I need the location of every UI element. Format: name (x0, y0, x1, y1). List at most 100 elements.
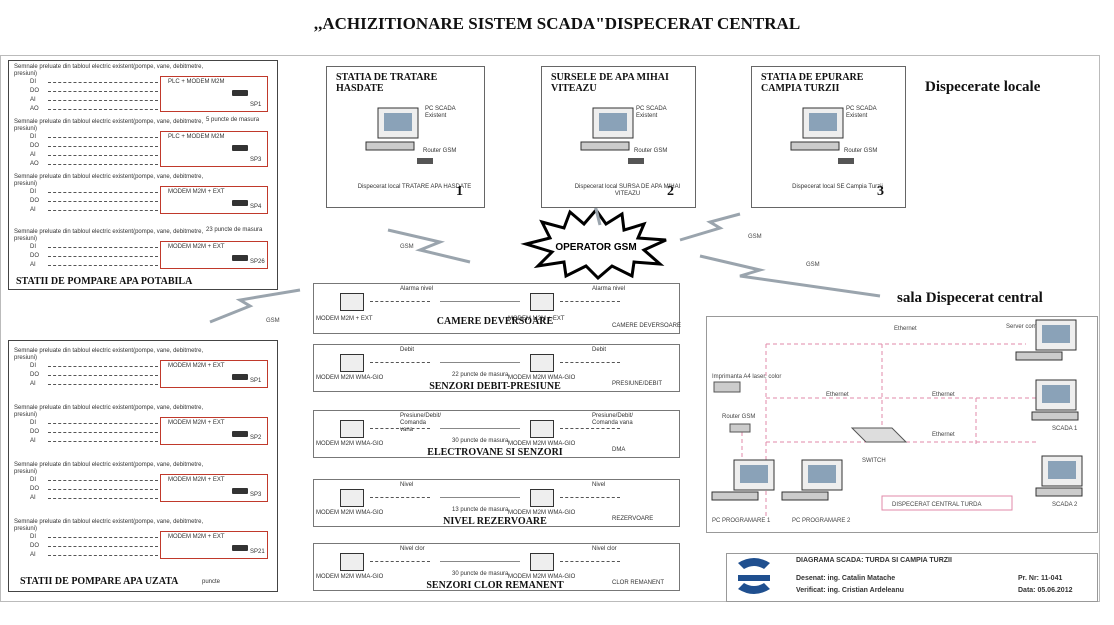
computer-icon (580, 107, 634, 151)
sensor-top-label: Nivel clor (400, 546, 425, 552)
sensor-top-label: Presiune/Debit/ Comanda vana (592, 413, 634, 426)
modem-icon (340, 420, 364, 438)
pumping-waste-label: STATII DE POMPARE APA UZATA (20, 576, 179, 587)
signal-line (48, 537, 158, 538)
signal-name: DI (30, 363, 36, 369)
scada2-computer-icon (1035, 455, 1083, 497)
antenna-icon (232, 145, 248, 151)
router-label: Router GSM (634, 148, 668, 154)
signal-line (560, 362, 620, 363)
sensor-corner-label: REZERVOARE (612, 516, 654, 522)
diagram-sheet (0, 55, 1100, 602)
project-number: Pr. Nr: 11-041 (1018, 575, 1063, 582)
antenna-icon (232, 374, 248, 380)
sensor-row (313, 283, 680, 334)
signal-line (48, 489, 158, 490)
sensor-note: 22 puncte de masura (452, 372, 509, 378)
signal-name: AI (30, 262, 36, 268)
sensor-top-label: Presiune/Debit/ Comanda vana (400, 413, 442, 433)
signal-name: AI (30, 552, 36, 558)
sensor-row-label: SENZORI DEBIT-PRESIUNE (429, 381, 561, 392)
company-logo-icon (730, 555, 778, 597)
device-label: PLC + MODEM M2M (168, 134, 225, 140)
signal-name: DI (30, 134, 36, 140)
modem-icon (530, 553, 554, 571)
signal-line (48, 192, 158, 193)
signal-line (48, 146, 158, 147)
site-label: SP26 (250, 259, 265, 265)
signal-line (370, 301, 430, 302)
gsm-operator-burst: OPERATOR GSM (520, 208, 667, 280)
signal-line (560, 428, 620, 429)
local-dispatch-label: Dispecerate locale (925, 79, 1041, 95)
page-title: ,,ACHIZITIONARE SISTEM SCADA"DISPECERAT … (313, 14, 801, 33)
sensor-device-label: MODEM M2M WMA-GIO (316, 510, 384, 516)
server-label: Server comunicatie (1006, 324, 1058, 330)
sensor-row (313, 344, 680, 392)
router-label: Router GSM (844, 148, 878, 154)
station-title: STATIA DE EPURARE CAMPIA TURZII (761, 72, 864, 94)
signal-header: Semnale preluate din tabloul electric ex… (14, 348, 204, 361)
signal-line (48, 100, 158, 101)
switch-icon (850, 427, 908, 443)
sensor-row-label: CAMERE DEVERSOARE (436, 316, 554, 327)
signal-name: DO (30, 372, 39, 378)
sensor-device-label: MODEM M2M WMA-GIO (508, 510, 576, 516)
antenna-icon (232, 90, 248, 96)
checked-by: Verificat: ing. Cristian Ardeleanu (796, 587, 904, 594)
station-title: SURSELE DE APA MIHAI VITEAZU (551, 72, 669, 94)
sensor-device-label: MODEM M2M + EXT (508, 316, 565, 322)
signal-name: DI (30, 477, 36, 483)
sensor-corner-label: PRESIUNE/DEBIT (612, 381, 663, 387)
sensor-top-label: Alarma nivel (592, 286, 626, 292)
gsm-text: GSM (266, 318, 280, 324)
date: Data: 05.06.2012 (1018, 587, 1073, 594)
sensor-top-label: Alarma nivel (400, 286, 434, 292)
ethernet-label: Ethernet (826, 392, 849, 398)
site-label: SP1 (250, 102, 262, 108)
gsm-operator-label: OPERATOR GSM (555, 242, 636, 253)
scada1-label: SCADA 1 (1052, 426, 1078, 432)
signal-line (48, 91, 158, 92)
signal-line (48, 384, 158, 385)
signal-line (48, 82, 158, 83)
site-label: SP3 (250, 492, 262, 498)
central-network: Ethernet Ethernet Ethernet Ethernet Serv… (711, 319, 1083, 524)
station-caption: Dispecerat local SURSA DE APA MIHAI VITE… (574, 184, 681, 197)
sensor-corner-label: CAMERE DEVERSOARE (612, 323, 682, 329)
station-title: STATIA DE TRATARE HASDATE (336, 72, 438, 94)
router-label: Router GSM (722, 414, 755, 420)
router-icon (417, 158, 433, 164)
sensor-device-label: MODEM M2M + EXT (316, 316, 373, 322)
signal-header: Semnale preluate din tabloul electric ex… (14, 119, 204, 132)
pc2-label: PC PROGRAMARE 2 (792, 518, 851, 524)
signal-line (560, 497, 620, 498)
modem-icon (530, 420, 554, 438)
signal-name: AI (30, 97, 36, 103)
signal-name: DO (30, 198, 39, 204)
router-label: Router GSM (423, 148, 457, 154)
computer-icon (790, 107, 844, 151)
gsm-text: GSM (806, 262, 820, 268)
signal-line (48, 137, 158, 138)
signal-line (48, 164, 158, 165)
scada2-label: SCADA 2 (1052, 502, 1078, 508)
signal-line (370, 428, 430, 429)
sensor-row-label: NIVEL REZERVOARE (443, 516, 547, 527)
signal-header: Semnale preluate din tabloul electric ex… (14, 462, 204, 475)
pc1-label: PC PROGRAMARE 1 (712, 518, 771, 524)
signal-name: AI (30, 152, 36, 158)
sensor-device-label: MODEM M2M WMA-GIO (508, 574, 576, 580)
device-box (160, 531, 268, 559)
device-box (160, 186, 268, 214)
signal-name: DO (30, 88, 39, 94)
printer-icon (713, 381, 741, 393)
signal-header: Semnale preluate din tabloul electric ex… (14, 405, 204, 418)
sensor-device-label: MODEM M2M WMA-GIO (316, 574, 384, 580)
device-label: MODEM M2M + EXT (168, 189, 225, 195)
gsm-link (699, 254, 881, 298)
signal-name: DO (30, 543, 39, 549)
modem-icon (530, 489, 554, 507)
station-number: 1 (456, 184, 463, 199)
device-box (160, 474, 268, 502)
